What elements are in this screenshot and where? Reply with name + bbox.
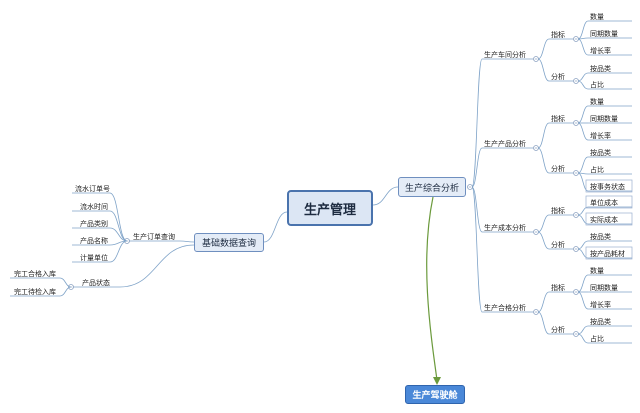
edge-order-leaf-4: [109, 240, 128, 263]
basic-data-query-label: 基础数据查询: [201, 239, 256, 249]
edge-an-0: [537, 58, 550, 82]
leaf-product-name[interactable]: 产品名称: [80, 237, 108, 245]
production-analysis-label: 生产综合分析: [404, 183, 459, 194]
edge-ind-2: [537, 214, 550, 233]
edge-leaf-4-1: [577, 214, 589, 225]
leaf-q-share[interactable]: 占比: [590, 335, 604, 343]
arrow-head: [433, 377, 441, 385]
box-unit-cost: [585, 195, 633, 209]
edge-ind-1: [537, 122, 550, 149]
edge-leaf-1-1: [577, 80, 589, 90]
node-quality-analysis[interactable]: 生产合格分析: [484, 304, 526, 312]
leaf-pr-quantity[interactable]: 数量: [590, 98, 604, 106]
node-order-query[interactable]: 生产订单查询: [133, 233, 175, 241]
edge-leaf-4-0: [577, 206, 589, 216]
leaf-pending-inbound[interactable]: 完工待检入库: [14, 288, 56, 296]
workshop-indicator[interactable]: 指标: [551, 31, 565, 39]
edge-basic-order: [179, 240, 195, 243]
workshop-analysis[interactable]: 分析: [551, 73, 565, 81]
quality-indicator[interactable]: 指标: [551, 284, 565, 292]
edge-ind-0: [537, 38, 550, 60]
edge-analysis-0: [471, 58, 483, 188]
leaf-cost-by-material[interactable]: 按产品耗材: [590, 250, 625, 258]
arrow-to-cockpit: [426, 196, 438, 381]
leaf-product-category[interactable]: 产品类别: [80, 220, 108, 228]
edge-an-1: [537, 147, 550, 174]
box-by-status: [585, 179, 633, 193]
leaf-ws-by-category[interactable]: 按品类: [590, 65, 611, 73]
leaf-q-quantity[interactable]: 数量: [590, 267, 604, 275]
leaf-ws-yoy-quantity[interactable]: 同期数量: [590, 30, 618, 38]
leaf-cost-actual[interactable]: 实际成本: [590, 216, 618, 224]
edge-leaf-2-0: [577, 105, 589, 124]
node-production-analysis[interactable]: 生产综合分析: [398, 177, 466, 197]
edge-leaf-3-0: [577, 156, 589, 174]
node-product-analysis[interactable]: 生产产品分析: [484, 140, 526, 148]
leaf-pr-by-status[interactable]: 按事务状态: [590, 183, 625, 191]
edge-status-leaf-1: [59, 286, 72, 297]
leaf-cost-unit[interactable]: 单位成本: [590, 199, 618, 207]
box-by-material: [585, 246, 633, 260]
leaf-pr-by-category[interactable]: 按品类: [590, 149, 611, 157]
edge-ind-3: [537, 291, 550, 313]
leaf-q-by-category[interactable]: 按品类: [590, 318, 611, 326]
leaf-pr-yoy-quantity[interactable]: 同期数量: [590, 115, 618, 123]
node-cost-analysis[interactable]: 生产成本分析: [484, 224, 526, 232]
edge-an-2: [537, 231, 550, 250]
leaf-cost-by-category[interactable]: 按品类: [590, 233, 611, 241]
edge-leaf-0-0: [577, 20, 589, 40]
leaf-q-growth[interactable]: 增长率: [590, 301, 611, 309]
leaf-qualified-inbound[interactable]: 完工合格入库: [14, 270, 56, 278]
cost-analysis[interactable]: 分析: [551, 241, 565, 249]
edge-order-leaf-2: [109, 227, 128, 242]
edge-leaf-5-0: [577, 240, 589, 250]
leaf-ws-growth[interactable]: 增长率: [590, 47, 611, 55]
node-cockpit[interactable]: 生产驾驶舱: [405, 385, 465, 404]
box-actual-cost: [585, 212, 633, 226]
leaf-pr-share[interactable]: 占比: [590, 166, 604, 174]
node-product-status[interactable]: 产品状态: [82, 279, 110, 287]
edge-analysis-3: [471, 186, 483, 313]
edge-root-left: [263, 211, 288, 243]
cockpit-label: 生产驾驶舱: [412, 391, 458, 401]
leaf-q-yoy-quantity[interactable]: 同期数量: [590, 284, 618, 292]
edge-leaf-6-2: [577, 291, 589, 310]
edge-leaf-6-0: [577, 274, 589, 293]
edge-analysis-1: [471, 147, 483, 188]
edge-leaf-0-2: [577, 38, 589, 56]
node-basic-data-query[interactable]: 基础数据查询: [194, 233, 264, 252]
edge-leaf-2-2: [577, 122, 589, 141]
leaf-pr-growth[interactable]: 增长率: [590, 132, 611, 140]
edge-leaf-7-1: [577, 333, 589, 344]
root-label: 生产管理: [303, 202, 356, 218]
leaf-serial-time[interactable]: 流水时间: [80, 203, 108, 211]
edge-an-3: [537, 311, 550, 335]
edge-leaf-1-0: [577, 72, 589, 82]
leaf-ws-quantity[interactable]: 数量: [590, 13, 604, 21]
cost-indicator[interactable]: 指标: [551, 207, 565, 215]
quality-analysis[interactable]: 分析: [551, 326, 565, 334]
leaf-serial-order-no[interactable]: 流水订单号: [75, 185, 110, 193]
edge-status-leaf-0: [59, 277, 72, 288]
edge-leaf-7-0: [577, 325, 589, 335]
edge-root-right: [372, 186, 399, 206]
node-workshop-analysis[interactable]: 生产车间分析: [484, 51, 526, 59]
product-indicator[interactable]: 指标: [551, 115, 565, 123]
product-analysis[interactable]: 分析: [551, 165, 565, 173]
leaf-ws-share[interactable]: 占比: [590, 81, 604, 89]
root-node[interactable]: 生产管理: [287, 190, 373, 226]
edge-order-leaf-1: [109, 210, 128, 242]
edge-order-leaf-0: [109, 192, 128, 242]
edge-leaf-5-1: [577, 248, 589, 259]
edge-leaf-3-2: [577, 172, 589, 192]
edge-basic-status: [119, 244, 195, 288]
leaf-unit[interactable]: 计量单位: [80, 254, 108, 262]
